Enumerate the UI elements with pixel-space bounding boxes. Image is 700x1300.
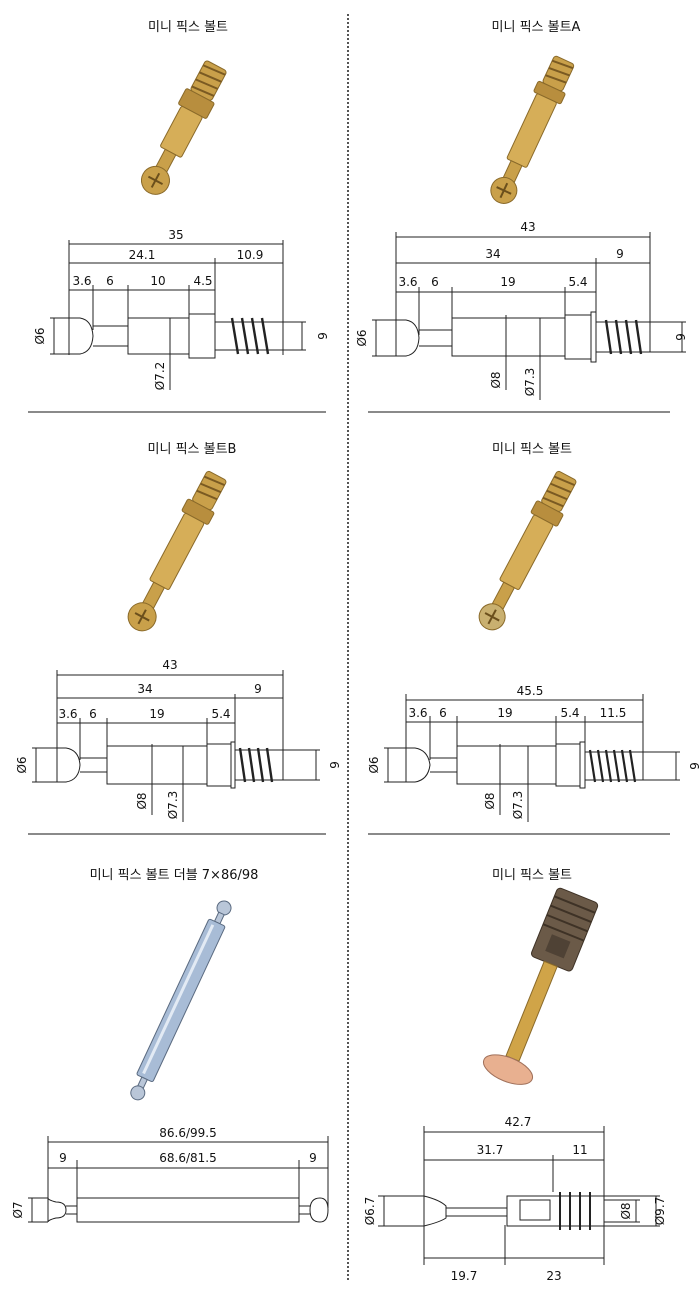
panel-5-bolt-photo — [130, 900, 232, 1101]
panel-6-thread-len: 11 — [572, 1143, 587, 1157]
panel-5-title: 미니 픽스 볼트 더블 7×86/98 — [89, 868, 259, 883]
panel-4-dimension-drawing: 45.5 3.6 6 19 5.4 11.5 Ø6 6 Ø8 Ø7.3 — [367, 684, 700, 822]
panel-3-title: 미니 픽스 볼트B — [147, 442, 237, 457]
panel-2-overall: 34 — [485, 247, 500, 261]
panel-4-collar-dia: Ø8 — [483, 792, 497, 809]
panel-6-bolt-photo — [482, 887, 599, 1085]
panel-3-thread-dia: 6 — [327, 761, 341, 769]
panel-6-dimension-drawing: 42.7 31.7 11 Ø6.7 Ø8 Ø9.7 19.7 23 — [363, 1115, 667, 1283]
panel-1-seg-3: 10 — [150, 274, 165, 288]
panel-4-bolt-photo — [478, 470, 577, 631]
vertical-divider — [347, 14, 349, 1280]
panel-1-overall: 24.1 — [129, 248, 156, 262]
row-divider-2-left — [28, 833, 326, 835]
panel-2-thread-len: 9 — [616, 247, 624, 261]
panel-2-head-dia: Ø6 — [355, 329, 369, 346]
panel-2-total: 43 — [520, 220, 535, 234]
panel-5-seg-2: 68.6/81.5 — [159, 1151, 216, 1165]
panel-3-collar-dia: Ø8 — [135, 792, 149, 809]
panel-6-sleeve-inner-dia: Ø8 — [619, 1202, 633, 1219]
panel-3-overall: 34 — [137, 682, 152, 696]
panel-6-head-dia: Ø6.7 — [363, 1197, 377, 1226]
panel-4-body-dia: Ø7.3 — [511, 791, 525, 820]
panel-4-seg-3: 19 — [497, 706, 512, 720]
panel-1-seg-2: 6 — [106, 274, 114, 288]
panel-1-seg-4: 4.5 — [193, 274, 212, 288]
panel-2-bolt-photo — [490, 55, 575, 204]
panel-6-bottom-2: 23 — [546, 1269, 561, 1283]
panel-3-dimension-drawing: 43 34 9 3.6 6 19 5.4 Ø6 6 Ø8 Ø7.3 — [15, 658, 341, 822]
row-divider-2-right — [368, 833, 670, 835]
panel-1-title: 미니 픽스 볼트 — [147, 20, 229, 35]
panel-3-bolt-photo — [127, 470, 227, 632]
panel-3-seg-2: 6 — [89, 707, 97, 721]
panel-5-total: 86.6/99.5 — [159, 1126, 216, 1140]
panel-1-body-dia: Ø7.2 — [153, 362, 167, 391]
panel-2-seg-1: 3.6 — [398, 275, 417, 289]
panel-1-seg-1: 3.6 — [72, 274, 91, 288]
panel-3-body-dia: Ø7.3 — [166, 791, 180, 820]
panel-6-bottom-1: 19.7 — [451, 1269, 478, 1283]
panel-4-seg-1: 3.6 — [408, 706, 427, 720]
panel-2-title: 미니 픽스 볼트A — [491, 20, 581, 35]
panel-6-total: 42.7 — [505, 1115, 532, 1129]
row-divider-1-right — [368, 411, 670, 413]
panel-2-seg-3: 19 — [500, 275, 515, 289]
panel-3-thread-len: 9 — [254, 682, 262, 696]
panel-1-thread-len: 10.9 — [237, 248, 264, 262]
panel-4-title: 미니 픽스 볼트 — [491, 442, 573, 457]
panel-2-collar-dia: Ø8 — [489, 371, 503, 388]
panel-4-total: 45.5 — [517, 684, 544, 698]
panel-5-dia: Ø7 — [11, 1201, 25, 1218]
panel-1-dimension-drawing: 35 24.1 10.9 3.6 6 10 4.5 Ø6 6 Ø7.2 — [33, 228, 329, 391]
panel-6-overall: 31.7 — [477, 1143, 504, 1157]
panel-2-dimension-drawing: 43 34 9 3.6 6 19 5.4 Ø6 6 Ø8 Ø7.3 — [355, 220, 687, 400]
panel-6-title: 미니 픽스 볼트 — [491, 868, 573, 883]
panel-5-dimension-drawing: 86.6/99.5 9 68.6/81.5 9 Ø7 — [11, 1126, 329, 1223]
panel-4-seg-2: 6 — [439, 706, 447, 720]
panel-3-head-dia: Ø6 — [15, 756, 29, 773]
panel-1-total: 35 — [168, 228, 183, 242]
panel-2-body-dia: Ø7.3 — [523, 368, 537, 397]
panel-1-head-dia: Ø6 — [33, 327, 47, 344]
panel-3-seg-1: 3.6 — [58, 707, 77, 721]
panel-3-seg-4: 5.4 — [211, 707, 230, 721]
panel-4-thread-dia: 6 — [687, 762, 700, 770]
panel-4-head-dia: Ø6 — [367, 756, 381, 773]
panel-3-total: 43 — [162, 658, 177, 672]
panel-4-seg-5: 11.5 — [600, 706, 627, 720]
panel-2-seg-4: 5.4 — [568, 275, 587, 289]
panel-2-seg-2: 6 — [431, 275, 439, 289]
panel-1-bolt-photo — [140, 60, 227, 195]
panel-1-thread-dia: 6 — [315, 332, 329, 340]
panel-6-sleeve-outer-dia: Ø9.7 — [653, 1197, 667, 1226]
panel-5-seg-1: 9 — [59, 1151, 67, 1165]
row-divider-1-left — [28, 411, 326, 413]
panel-5-seg-3: 9 — [309, 1151, 317, 1165]
panel-2-thread-dia: 6 — [673, 333, 687, 341]
panel-3-seg-3: 19 — [149, 707, 164, 721]
panel-4-seg-4: 5.4 — [560, 706, 579, 720]
